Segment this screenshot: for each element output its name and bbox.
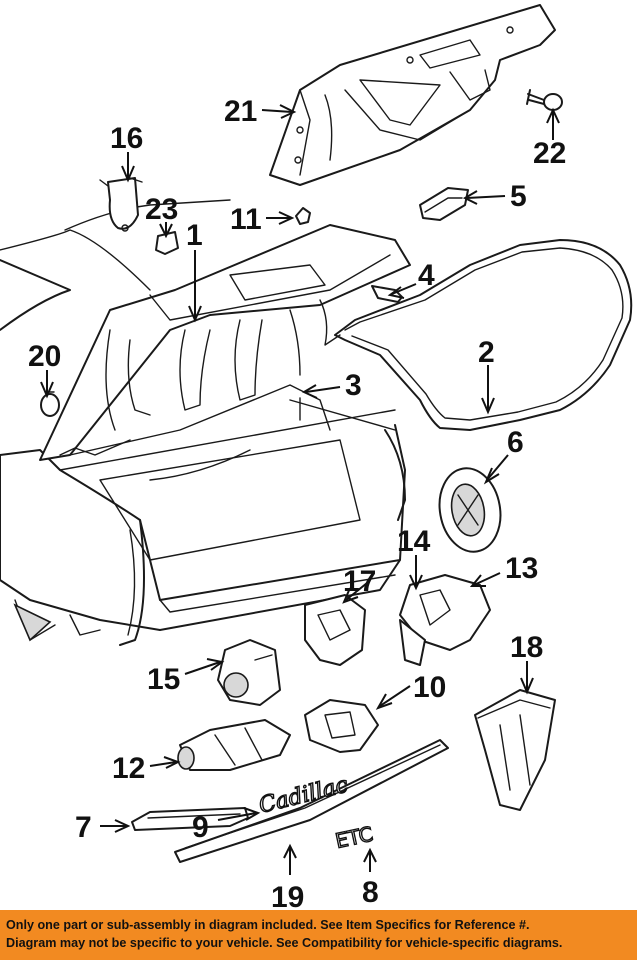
bulb-20 [40, 391, 60, 417]
weatherstrip-seal [334, 239, 633, 431]
callout-2: 2 [478, 336, 495, 369]
lock-actuator-13-14 [399, 574, 491, 666]
letters-badge-8: ETC [333, 822, 375, 853]
bumper-pad-5 [419, 187, 469, 221]
callout-6: 6 [507, 426, 524, 459]
push-pin-22 [526, 89, 563, 111]
actuator-12 [177, 719, 291, 771]
socket-23 [155, 231, 179, 255]
lock-cylinder-15 [217, 639, 281, 706]
callout-13: 13 [505, 552, 538, 585]
callout-19: 19 [271, 881, 304, 910]
callout-15: 15 [147, 663, 180, 696]
disclaimer-line-2: Diagram may not be specific to your vehi… [6, 936, 563, 950]
clip-11 [295, 207, 311, 225]
trunk-opening-edge [69, 384, 331, 456]
lock-cover-6 [438, 467, 502, 553]
callout-18: 18 [510, 631, 543, 664]
callout-1: 1 [186, 219, 203, 252]
striker-4 [371, 285, 403, 303]
trunk-lid [39, 224, 411, 461]
callout-20: 20 [28, 340, 61, 373]
callout-22: 22 [533, 137, 566, 170]
callout-17: 17 [343, 565, 376, 598]
callout-labels: 1 2 3 4 5 6 7 8 9 10 11 12 13 14 15 16 1… [28, 95, 566, 910]
callout-14: 14 [397, 525, 431, 558]
leader-lines [40, 104, 560, 875]
callout-7: 7 [75, 811, 92, 844]
bracket-18 [474, 689, 556, 811]
callout-21: 21 [224, 95, 257, 128]
callout-8: 8 [362, 876, 379, 909]
lid-inner-panel [269, 4, 556, 186]
callout-23: 23 [145, 193, 178, 226]
disclaimer-banner: Only one part or sub-assembly in diagram… [0, 910, 637, 960]
car-body [0, 199, 406, 646]
latch-bracket-17 [304, 594, 366, 666]
parts-diagram: Cadillac ETC 1 2 3 4 5 6 7 8 9 [0, 4, 633, 910]
callout-12: 12 [112, 752, 145, 785]
callout-10: 10 [413, 671, 446, 704]
callout-3: 3 [345, 369, 362, 402]
callout-16: 16 [110, 122, 143, 155]
part-16 [99, 177, 143, 232]
molding-19 [174, 739, 449, 863]
disclaimer-line-1: Only one part or sub-assembly in diagram… [6, 918, 530, 932]
callout-9: 9 [192, 811, 209, 844]
callout-11: 11 [230, 203, 262, 236]
callout-4: 4 [418, 259, 435, 292]
nameplate-7 [131, 807, 249, 831]
latch-10 [304, 699, 379, 753]
callout-5: 5 [510, 180, 527, 213]
